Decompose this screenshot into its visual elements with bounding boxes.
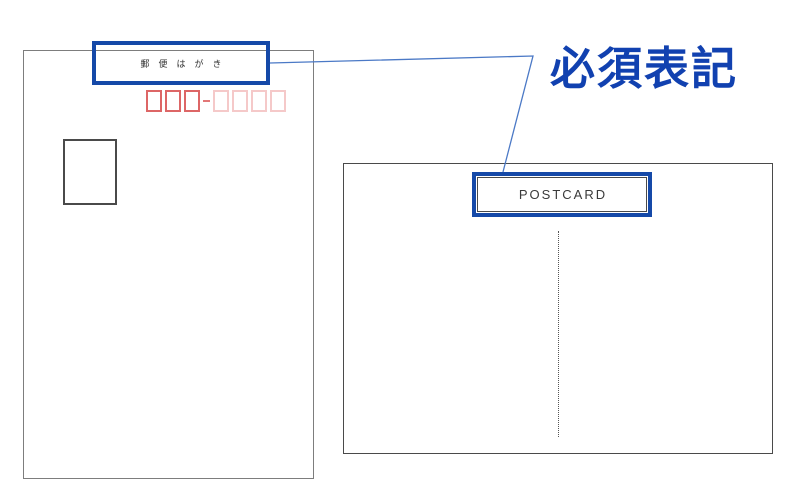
postal-code-dash <box>203 100 210 102</box>
annotation-label: 必須表記 <box>550 43 739 94</box>
postal-code-row <box>146 90 286 112</box>
address-divider-dotted-line <box>558 231 559 437</box>
stamp-box <box>63 139 117 205</box>
hagaki-title: 郵便はがき <box>140 58 231 69</box>
postcard-title-frame: POSTCARD <box>477 177 647 212</box>
postcard-title: POSTCARD <box>518 187 608 202</box>
postal-code-box <box>232 90 248 112</box>
postal-code-box <box>270 90 286 112</box>
postal-code-box <box>146 90 162 112</box>
hagaki-title-highlight-box: 郵便はがき <box>92 41 270 85</box>
postal-code-box <box>251 90 267 112</box>
postcard-title-highlight-box: POSTCARD <box>472 172 652 217</box>
postal-code-box <box>165 90 181 112</box>
postal-code-box <box>184 90 200 112</box>
postal-code-box <box>213 90 229 112</box>
hagaki-card <box>23 50 314 479</box>
